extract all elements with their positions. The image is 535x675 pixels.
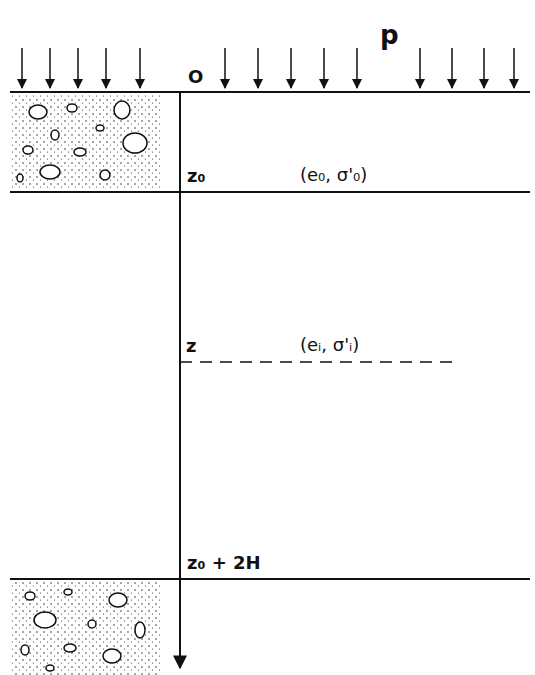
depth-label: z₀ + 2H: [187, 552, 261, 574]
state-label: (eᵢ, σ'ᵢ): [300, 334, 359, 356]
gravel-layer: [10, 581, 160, 675]
layer-bottom-boundary: [10, 578, 530, 580]
depth-axis: [179, 92, 181, 668]
origin-label: O: [188, 66, 203, 88]
ground-surface: [10, 91, 530, 93]
layer-top-boundary: [10, 191, 530, 193]
state-label: (e₀, σ'₀): [300, 164, 367, 186]
depth-label: z: [186, 335, 196, 357]
depth-label: z₀: [187, 165, 205, 187]
load-symbol: p: [380, 20, 399, 51]
gravel-layer: [10, 95, 160, 190]
depth-line: [180, 361, 455, 363]
load-arrows: [22, 48, 514, 88]
